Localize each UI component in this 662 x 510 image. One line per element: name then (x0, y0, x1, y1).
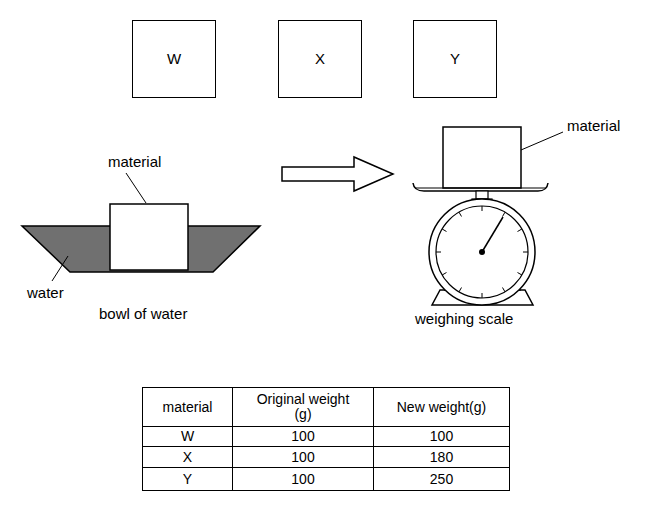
hollow-arrow (282, 157, 393, 191)
dial-tick (459, 288, 462, 292)
part-label: material (108, 153, 161, 170)
leader-line (521, 132, 563, 150)
caption-label: bowl of water (99, 305, 187, 322)
leader-line (126, 173, 146, 203)
table-cell: 100 (232, 426, 374, 447)
table-value: 100 (291, 429, 314, 444)
dial-tick (436, 252, 441, 253)
dial-tick (518, 229, 522, 232)
caption-label: weighing scale (415, 310, 513, 327)
table-header: New weight(g) (397, 400, 486, 415)
dial-tick (518, 273, 522, 276)
dial-tick (482, 206, 483, 211)
dial-ticks (436, 206, 528, 298)
box-label: Y (450, 50, 460, 67)
dial-needle (482, 217, 503, 252)
scale-platter (413, 183, 548, 191)
dial-center (479, 249, 485, 255)
box-label: X (315, 50, 325, 67)
table-header: Original weight (g) (251, 392, 355, 421)
table-value: X (183, 450, 192, 465)
table-cell: 180 (373, 446, 510, 468)
scale-dial (429, 199, 535, 305)
dial-tick (523, 252, 528, 253)
table-cell: Original weight (g) (232, 387, 374, 427)
table-cell: Y (142, 467, 233, 491)
table-cell: 100 (232, 446, 374, 468)
box-label: W (167, 50, 181, 67)
part-label: material (567, 117, 620, 134)
table-cell: 100 (232, 467, 374, 491)
table-cell: New weight(g) (373, 387, 510, 427)
table-value: 250 (430, 472, 453, 487)
table-value: W (181, 429, 194, 444)
scale-platter (416, 187, 545, 188)
table-value: 180 (430, 450, 453, 465)
table-value: Y (183, 472, 192, 487)
scale-dial (436, 206, 528, 298)
table-cell: W (142, 426, 233, 447)
dial-tick (442, 229, 446, 232)
dial-tick (459, 212, 462, 216)
table-value: 100 (291, 472, 314, 487)
leader-line (52, 256, 68, 281)
material-box: W (132, 20, 216, 98)
table-header: material (163, 400, 213, 415)
dial-tick (482, 293, 483, 298)
material-box: Y (413, 20, 497, 98)
dial-tick (503, 212, 506, 216)
dial-tick (442, 273, 446, 276)
table-value: 100 (430, 429, 453, 444)
scale-stem (476, 191, 488, 199)
dial-tick (503, 288, 506, 292)
table-cell: 100 (373, 426, 510, 447)
material-block (443, 127, 521, 188)
table-cell: material (142, 387, 233, 427)
table-value: 100 (291, 450, 314, 465)
material-box: X (278, 20, 362, 98)
table-cell: 250 (373, 467, 510, 491)
material-block (110, 204, 188, 270)
part-label: water (27, 284, 64, 301)
table-cell: X (142, 446, 233, 468)
